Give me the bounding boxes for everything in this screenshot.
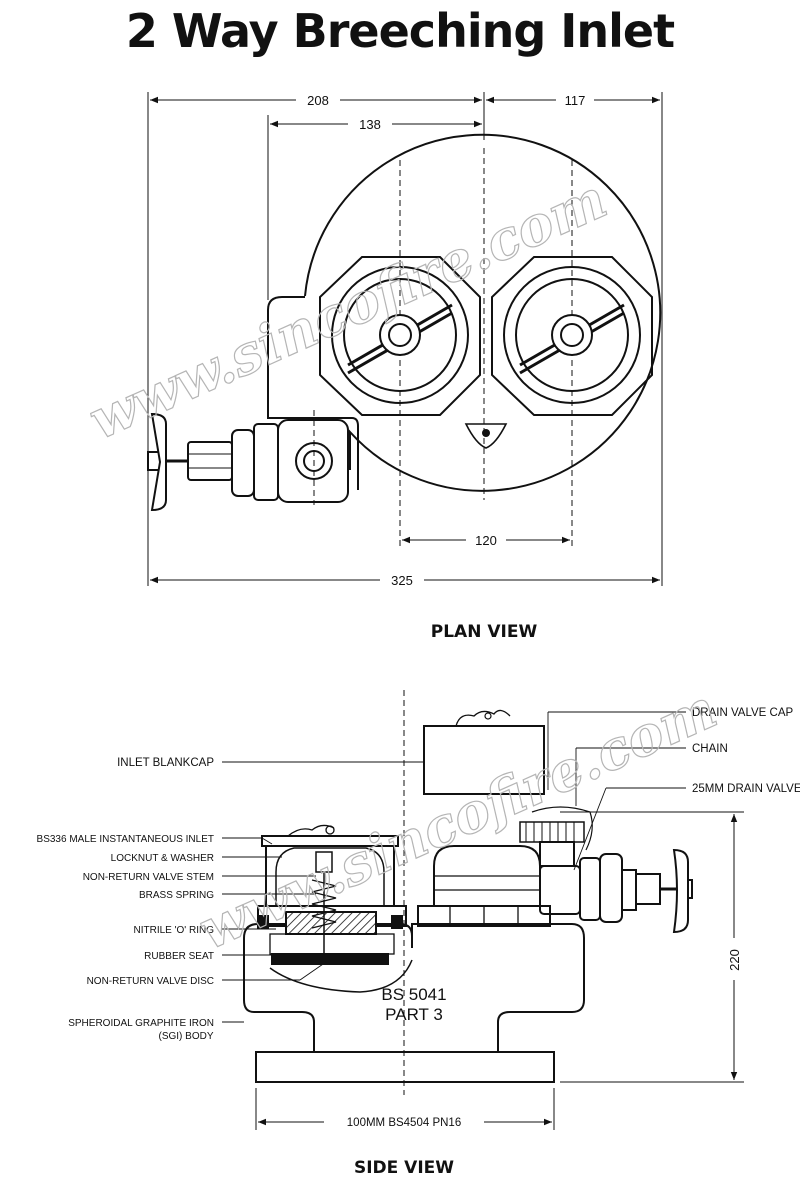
page-title: 2 Way Breeching Inlet bbox=[125, 4, 675, 58]
side-left-inlet bbox=[257, 824, 407, 965]
plan-drain-valve bbox=[147, 412, 349, 512]
label-o-ring: NITRILE 'O' RING bbox=[134, 925, 215, 936]
plan-view-title: PLAN VIEW bbox=[431, 622, 538, 642]
plan-housing-outline bbox=[304, 133, 662, 492]
dim-inlet-offset: 138 bbox=[359, 117, 381, 132]
label-valve-disc: NON-RETURN VALVE DISC bbox=[87, 976, 214, 987]
plan-inlet-right bbox=[491, 256, 653, 416]
dim-right-from-centre: 117 bbox=[565, 93, 586, 108]
label-male-inlet: BS336 MALE INSTANTANEOUS INLET bbox=[37, 834, 214, 845]
side-view bbox=[243, 690, 693, 1095]
dim-flange: 100MM BS4504 PN16 bbox=[347, 1117, 461, 1129]
dim-overall-width: 325 bbox=[391, 573, 413, 588]
label-drain-valve: 25MM DRAIN VALVE bbox=[692, 783, 800, 795]
label-inlet-blankcap: INLET BLANKCAP bbox=[117, 757, 214, 769]
dim-height: 220 bbox=[727, 949, 742, 971]
label-rubber-seat: RUBBER SEAT bbox=[144, 951, 214, 962]
plan-drain-lug bbox=[464, 423, 508, 449]
side-view-title: SIDE VIEW bbox=[354, 1158, 454, 1178]
label-chain: CHAIN bbox=[692, 743, 728, 755]
plan-inlet-left bbox=[319, 256, 481, 416]
label-valve-stem: NON-RETURN VALVE STEM bbox=[83, 872, 214, 883]
side-base-flange bbox=[255, 1051, 555, 1083]
plan-housing-lobe bbox=[267, 296, 359, 490]
label-drain-valve-cap: DRAIN VALVE CAP bbox=[692, 707, 794, 719]
watermark-side: www.sincofire.com bbox=[189, 676, 726, 962]
label-brass-spring: BRASS SPRING bbox=[139, 890, 214, 901]
side-drain-valve bbox=[519, 806, 693, 934]
dim-left-to-centre: 208 bbox=[307, 93, 329, 108]
side-body bbox=[243, 923, 585, 1052]
side-right-labels: DRAIN VALVE CAP CHAIN 25MM DRAIN VALVE bbox=[692, 707, 800, 795]
label-sgi-body: SPHEROIDAL GRAPHITE IRON bbox=[68, 1018, 214, 1029]
plan-dimensions bbox=[150, 96, 660, 584]
dim-inlet-spacing: 120 bbox=[475, 533, 497, 548]
side-dimensions bbox=[255, 811, 744, 1130]
plan-view bbox=[147, 92, 663, 586]
plan-extension-lines bbox=[147, 92, 663, 586]
side-right-inlet bbox=[417, 709, 551, 927]
leader-lines bbox=[222, 711, 686, 1023]
label-locknut-washer: LOCKNUT & WASHER bbox=[111, 853, 214, 864]
watermark-plan: www.sincofire.com bbox=[79, 166, 616, 452]
label-sgi-body-sub: (SGI) BODY bbox=[158, 1031, 213, 1042]
body-marking-line1: BS 5041 bbox=[381, 985, 446, 1004]
body-marking-line2: PART 3 bbox=[385, 1005, 443, 1024]
side-left-labels: INLET BLANKCAP BS336 MALE INSTANTANEOUS … bbox=[37, 757, 215, 1042]
